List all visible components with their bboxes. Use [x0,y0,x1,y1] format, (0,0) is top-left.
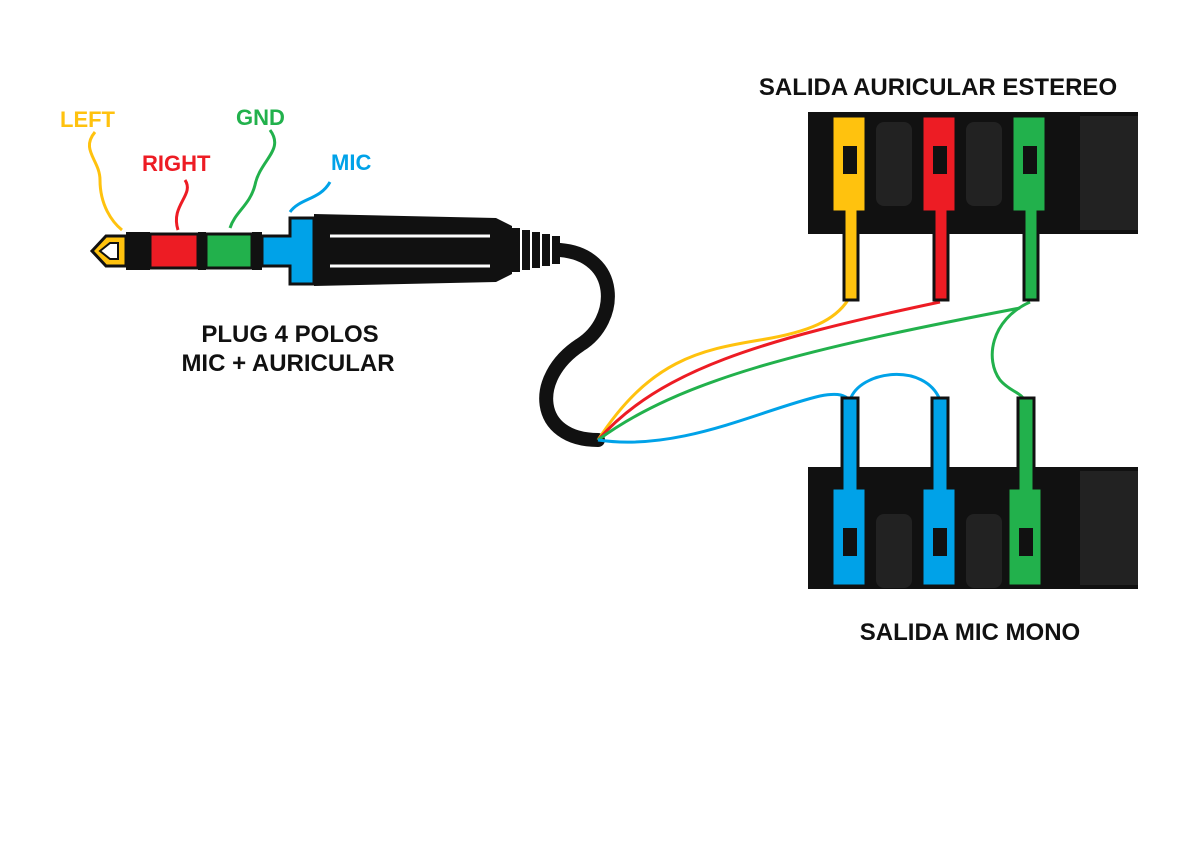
mono-pin-gnd [1006,396,1044,588]
plug-strain-relief [512,228,560,272]
right-label: RIGHT [142,151,211,176]
wire-left [596,299,850,441]
wire-gnd-bridge [990,300,1031,403]
left-label: LEFT [60,107,116,132]
plug-caption-line1: PLUG 4 POLOS [201,321,378,348]
mono-jack-title: SALIDA MIC MONO [860,619,1080,646]
plug-sleeve-mic [260,216,316,286]
plug-ring-right [148,232,200,270]
wire-mic-bridge [848,373,942,401]
stereo-pin-gnd [1010,114,1048,302]
plug-caption-line2: MIC + AURICULAR [181,350,394,377]
mic-leader-line [288,181,332,213]
left-leader-line [88,131,123,232]
stereo-pin-left [830,114,868,302]
plug-handle [314,214,512,286]
wire-gnd [597,306,1021,442]
plug-insulator-1 [126,232,150,270]
mono-jack [808,396,1138,589]
mono-pin-mic-1 [830,396,868,588]
plug-ring-gnd [204,232,254,270]
gnd-leader-line [228,129,277,229]
four-pole-plug [89,214,615,447]
plug-insulator-2 [198,232,206,270]
plug-insulator-3 [252,232,262,270]
gnd-label: GND [236,105,285,130]
stereo-jack [808,112,1138,302]
stereo-jack-title: SALIDA AURICULAR ESTEREO [759,74,1117,101]
cable [539,243,615,447]
wire-right [596,300,941,441]
wire-mic [597,392,851,444]
mono-pin-mic-2 [920,396,958,588]
right-leader-line [174,179,189,231]
wires [596,299,1031,444]
stereo-pin-right [920,114,958,302]
mic-label: MIC [331,150,371,175]
